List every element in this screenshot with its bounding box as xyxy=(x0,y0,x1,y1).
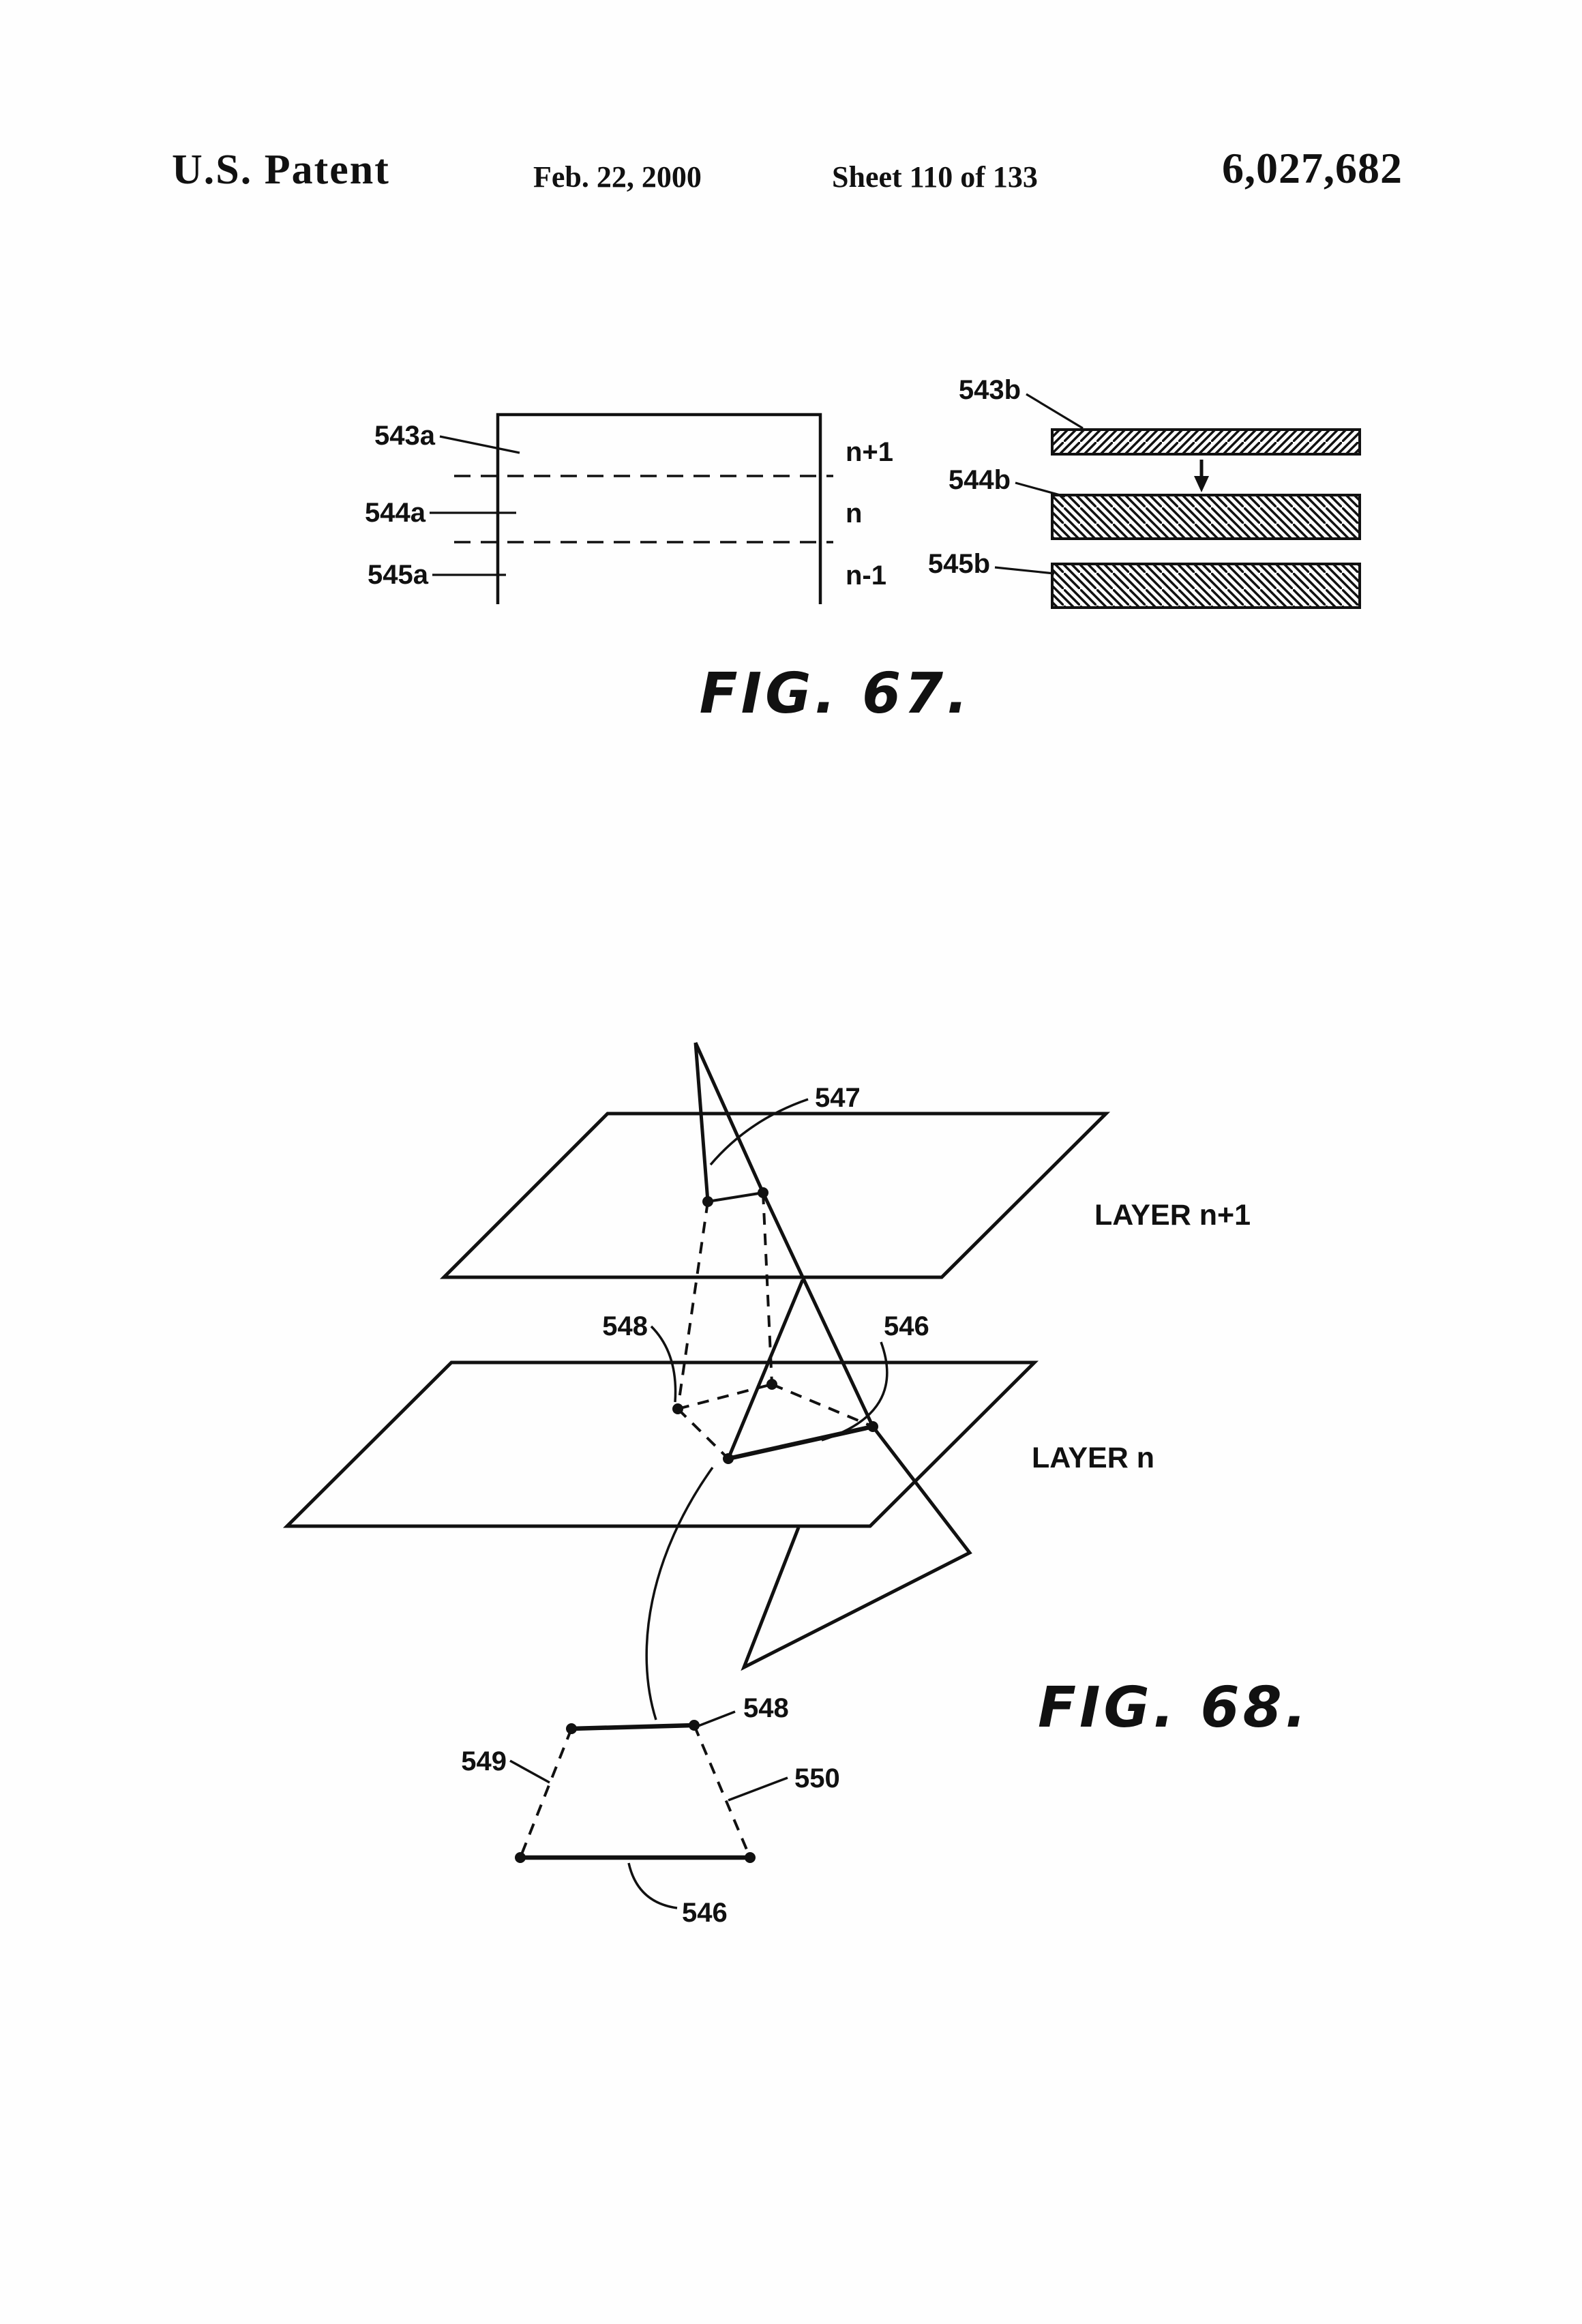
fig68-label-546-upper: 546 xyxy=(884,1311,929,1341)
fig68-leader-547 xyxy=(709,1098,809,1166)
fig67-label-n: n xyxy=(846,498,862,528)
fig67-bracket-outline xyxy=(496,413,822,604)
fig68-label-548-upper: 548 xyxy=(602,1311,648,1341)
fig68-trapezoid-left-edge xyxy=(519,1728,573,1858)
fig68-plane-layer-n-plus-1 xyxy=(439,1112,1111,1279)
fig67-label-543a: 543a xyxy=(374,421,436,451)
fig68-leader-548-upper xyxy=(650,1325,677,1403)
fig67-transfer-arrow-head xyxy=(1194,476,1209,492)
fig67-leader-544b xyxy=(1015,481,1066,498)
fig67-label-n-minus-1: n-1 xyxy=(846,561,886,591)
fig67-bar-543b xyxy=(1051,428,1361,456)
fig68-leader-548-lower xyxy=(698,1710,736,1727)
fig68-pyramid-dashed-edges xyxy=(676,1192,874,1460)
patent-header-date: Feb. 22, 2000 xyxy=(533,160,702,194)
fig67-leader-545b xyxy=(994,566,1055,575)
fig67-label-n-plus-1: n+1 xyxy=(846,437,893,467)
patent-header-sheet-info: Sheet 110 of 133 xyxy=(832,160,1038,194)
fig68-zoom-leader-curve xyxy=(645,1466,714,1720)
fig68-group: 547 548 546 LAYER n+1 LAYER n 548 549 55… xyxy=(282,1041,1310,1928)
fig68-label-550: 550 xyxy=(794,1763,840,1793)
fig68-trapezoid-right-edge xyxy=(693,1725,751,1858)
fig68-leaders xyxy=(509,1098,889,1909)
fig68-label-547: 547 xyxy=(815,1083,861,1113)
fig67-bar-544b xyxy=(1051,494,1361,540)
fig68-label-549: 549 xyxy=(461,1746,507,1776)
fig67-group: 543a 544a 545a n+1 n n-1 543b 544b 545b … xyxy=(365,375,1361,726)
fig68-vertex-dots xyxy=(515,1187,878,1863)
fig68-label-548-lower: 548 xyxy=(743,1693,789,1723)
fig68-tilted-base-plane xyxy=(741,1425,972,1671)
fig68-label-layer-n: LAYER n xyxy=(1032,1442,1154,1474)
fig68-trapezoid-top-edge xyxy=(571,1723,695,1731)
fig68-leader-546-upper xyxy=(821,1341,889,1442)
fig67-label-543b: 543b xyxy=(959,375,1021,405)
fig68-leader-546-lower xyxy=(627,1862,678,1909)
fig67-label-544a: 544a xyxy=(365,498,426,528)
fig68-trapezoid-face xyxy=(519,1723,751,1860)
fig67-label-544b: 544b xyxy=(949,465,1011,495)
patent-header-title: U.S. Patent xyxy=(172,147,390,193)
fig68-leader-550 xyxy=(728,1776,788,1802)
fig68-spike-547 xyxy=(693,1041,765,1203)
fig67-label-545a: 545a xyxy=(368,560,429,590)
fig67-caption: FIG. 67. xyxy=(700,661,972,726)
fig67-hatched-bars xyxy=(994,393,1361,609)
patent-header-number: 6,027,682 xyxy=(1222,144,1403,192)
fig68-pyramid-solid-edges xyxy=(726,1191,875,1461)
fig67-bar-545b xyxy=(1051,563,1361,609)
fig68-caption: FIG. 68. xyxy=(1038,1675,1310,1740)
fig67-leader-543a xyxy=(439,435,520,454)
fig68-plane-layer-n xyxy=(282,1360,1039,1528)
fig68-leader-549 xyxy=(509,1759,550,1784)
fig67-label-545b: 545b xyxy=(928,549,990,579)
fig68-label-layer-n-plus-1: LAYER n+1 xyxy=(1094,1199,1251,1232)
fig68-label-546-lower: 546 xyxy=(682,1898,728,1928)
fig67-layer-bracket xyxy=(430,413,833,604)
fig67-leader-543b xyxy=(1026,393,1084,430)
